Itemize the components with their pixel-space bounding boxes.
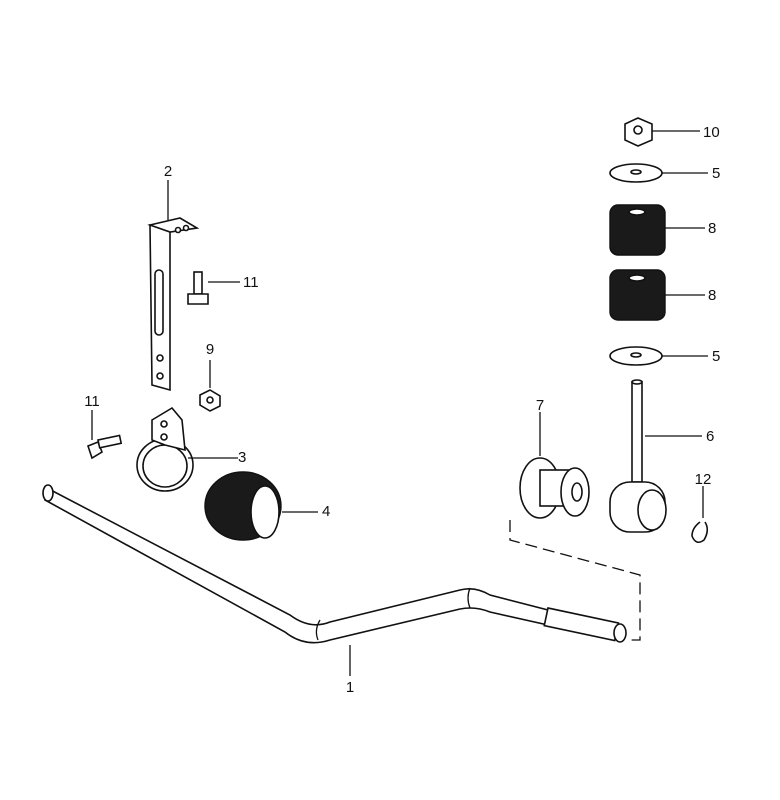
callout-9: 9 bbox=[206, 341, 214, 358]
bolt-upper bbox=[187, 271, 209, 305]
bolt-lower bbox=[87, 434, 123, 460]
washer-lower bbox=[609, 346, 663, 366]
stabilizer-bar bbox=[42, 484, 627, 644]
clamp bbox=[136, 406, 194, 492]
assembly-indicator bbox=[509, 520, 641, 641]
small-nut bbox=[199, 389, 221, 412]
callout-4: 4 bbox=[322, 503, 330, 520]
mounting-bracket bbox=[147, 217, 200, 392]
callout-8-lower: 8 bbox=[708, 287, 716, 304]
callouts: 1 2 3 4 5 5 6 7 8 8 9 10 11 11 12 bbox=[84, 124, 720, 696]
callout-1: 1 bbox=[346, 679, 354, 696]
bushing bbox=[204, 471, 282, 541]
callout-11-lower: 11 bbox=[84, 393, 100, 410]
callout-11-upper: 11 bbox=[243, 274, 259, 291]
callout-5-lower: 5 bbox=[712, 348, 720, 365]
top-nut bbox=[624, 117, 653, 147]
washer-upper bbox=[609, 163, 663, 183]
callout-2: 2 bbox=[164, 163, 172, 180]
callout-7: 7 bbox=[536, 397, 544, 414]
callout-6: 6 bbox=[706, 428, 714, 445]
callout-12: 12 bbox=[695, 471, 712, 488]
callout-10: 10 bbox=[703, 124, 720, 141]
link-rod bbox=[609, 379, 667, 533]
callout-8-upper: 8 bbox=[708, 220, 716, 237]
spool-bushing bbox=[519, 457, 590, 519]
circlip bbox=[691, 521, 709, 544]
rubber-cushion-upper bbox=[609, 204, 666, 256]
callout-3: 3 bbox=[238, 449, 246, 466]
rubber-cushion-lower bbox=[609, 269, 666, 321]
leader-lines bbox=[91, 130, 708, 676]
callout-5-upper: 5 bbox=[712, 165, 720, 182]
